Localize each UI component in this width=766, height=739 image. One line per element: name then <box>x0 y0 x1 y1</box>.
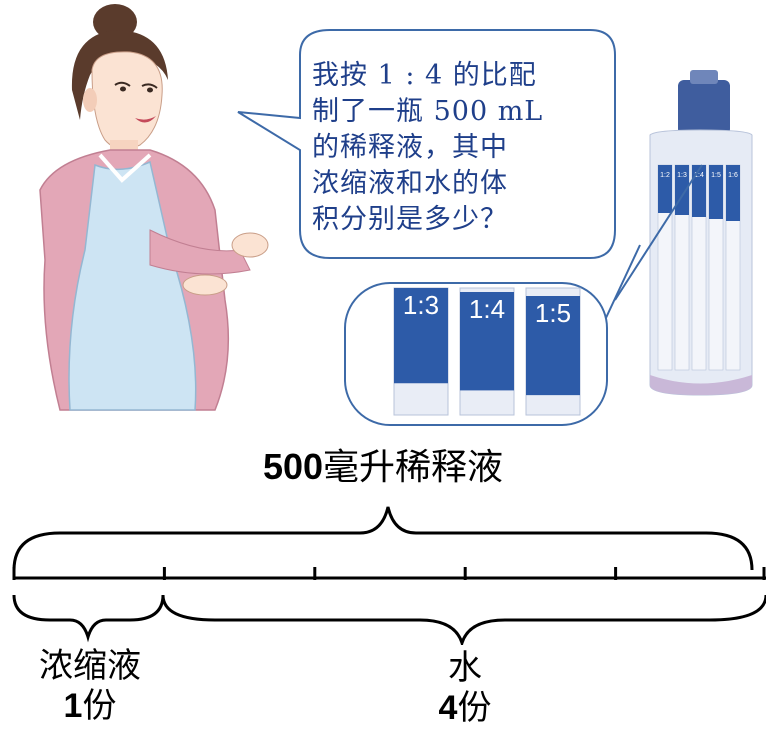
concentrate-count: 1 <box>63 687 83 725</box>
mag-tube-label: 1:4 <box>469 294 505 324</box>
illustration-scene: 1:2 1:3 1:4 1:5 1:6 1:3 1:4 1:5 <box>39 4 753 426</box>
right-brace <box>161 594 766 645</box>
concentrate-label: 浓缩液 1份 <box>10 646 170 726</box>
water-count: 4 <box>438 689 458 727</box>
mag-tube-label: 1:5 <box>535 298 571 328</box>
speech-line: 我按 1 : 4 的比配 <box>312 60 537 91</box>
segment-diagram <box>12 506 766 645</box>
bottle-tube-label: 1:6 <box>728 172 738 179</box>
bottle-tube-label: 1:2 <box>660 172 670 179</box>
teacher-figure <box>39 4 269 411</box>
mag-tube-liquid <box>526 296 580 396</box>
water-unit: 份 <box>457 688 492 728</box>
mag-tube-label: 1:3 <box>403 290 439 320</box>
magnifier-callout: 1:3 1:4 1:5 <box>344 164 703 426</box>
speech-bubble <box>237 29 616 259</box>
speech-line: 的稀释液，其中 <box>312 132 508 163</box>
water-label: 水 4份 <box>390 648 540 728</box>
bottle-tube-label: 1:5 <box>711 172 721 179</box>
bottle-tube-liquid <box>709 165 723 219</box>
top-brace <box>12 506 754 571</box>
bottle-tube-liquid <box>658 165 672 213</box>
mag-tube-liquid <box>394 288 448 384</box>
diagram-title-text: 毫升稀释液 <box>323 447 504 488</box>
speech-text: 我按 1 : 4 的比配 制了一瓶 500 mL 的稀释液，其中 浓缩液和水的体… <box>312 58 602 238</box>
speech-line: 浓缩液和水的体 <box>312 168 508 199</box>
bottle-tube-liquid <box>692 165 706 217</box>
bottle-tube-liquid <box>726 165 740 221</box>
speech-line: 积分别是多少？ <box>312 204 508 235</box>
bottle-tube-label: 1:4 <box>694 172 704 179</box>
bottle-tube-label: 1:3 <box>677 172 687 179</box>
bottle: 1:2 1:3 1:4 1:5 1:6 <box>649 70 753 396</box>
water-name: 水 <box>448 648 482 688</box>
mag-tube-liquid <box>460 292 514 391</box>
diagram-title-number: 500 <box>262 446 324 487</box>
left-brace <box>12 594 165 643</box>
diagram-title: 500毫升稀释液 <box>0 445 766 490</box>
concentrate-unit: 份 <box>82 686 117 726</box>
concentrate-name: 浓缩液 <box>39 646 141 686</box>
speech-line: 制了一瓶 500 mL <box>312 96 544 127</box>
